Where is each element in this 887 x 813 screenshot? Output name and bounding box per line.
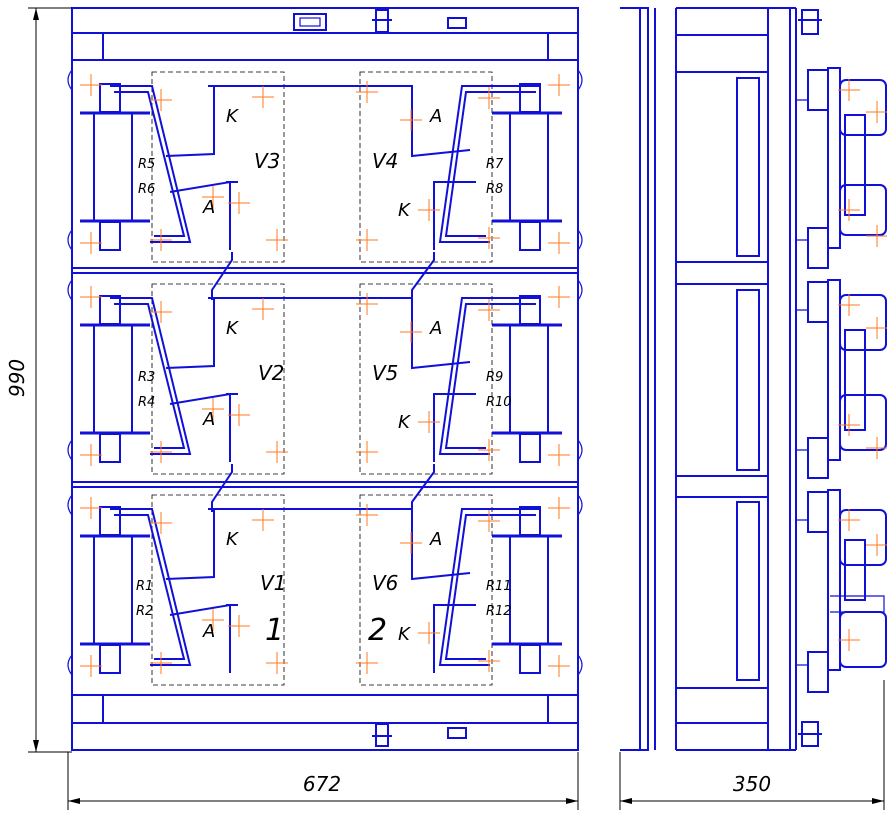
v4-cathode-label: K xyxy=(398,200,411,221)
r5-label: R5 xyxy=(138,157,155,172)
width-side-dimension-label: 350 xyxy=(733,772,771,796)
dimension-width-front: 672 xyxy=(67,752,579,810)
tier-bottom-labels: K A V1 V6 A K R1 R2 R11 R12 1 2 xyxy=(136,529,512,648)
v4-label: V4 xyxy=(372,149,398,173)
tier-top xyxy=(80,71,570,263)
dimension-height: 990 xyxy=(5,7,72,753)
r2-label: R2 xyxy=(136,604,153,619)
r12-label: R12 xyxy=(486,604,512,619)
v4-anode-label: A xyxy=(429,106,442,127)
r3-label: R3 xyxy=(138,370,155,385)
width-front-dimension-label: 672 xyxy=(303,772,341,796)
r6-label: R6 xyxy=(138,182,155,197)
v2-label: V2 xyxy=(258,361,284,385)
v5-anode-label: A xyxy=(429,318,442,339)
tier-top-labels: K A V3 V4 A K R5 R6 R7 R8 xyxy=(138,106,504,221)
tier-middle-labels: K A V2 V5 A K R3 R4 R9 R10 xyxy=(138,318,512,433)
r11-label: R11 xyxy=(486,579,512,594)
front-frame xyxy=(67,7,583,751)
r4-label: R4 xyxy=(138,395,155,410)
v2-cathode-label: K xyxy=(226,318,239,339)
v5-label: V5 xyxy=(372,361,398,385)
side-view xyxy=(620,7,887,751)
v6-anode-label: A xyxy=(429,529,442,550)
v1-anode-label: A xyxy=(202,621,215,642)
r8-label: R8 xyxy=(486,182,503,197)
v1-cathode-label: K xyxy=(226,529,239,550)
height-dimension-label: 990 xyxy=(5,359,29,397)
v6-label: V6 xyxy=(372,571,398,595)
v3-cathode-label: K xyxy=(226,106,239,127)
r10-label: R10 xyxy=(486,395,512,410)
v3-anode-label: A xyxy=(202,197,215,218)
v2-anode-label: A xyxy=(202,409,215,430)
terminal-2-label: 2 xyxy=(368,613,387,648)
r7-label: R7 xyxy=(486,157,504,172)
v5-cathode-label: K xyxy=(398,412,411,433)
r9-label: R9 xyxy=(486,370,503,385)
terminal-1-label: 1 xyxy=(265,613,284,648)
v6-cathode-label: K xyxy=(398,624,411,645)
dimension-width-side: 350 xyxy=(619,680,885,810)
r1-label: R1 xyxy=(136,579,153,594)
v1-label: V1 xyxy=(260,571,286,595)
v3-label: V3 xyxy=(254,149,280,173)
